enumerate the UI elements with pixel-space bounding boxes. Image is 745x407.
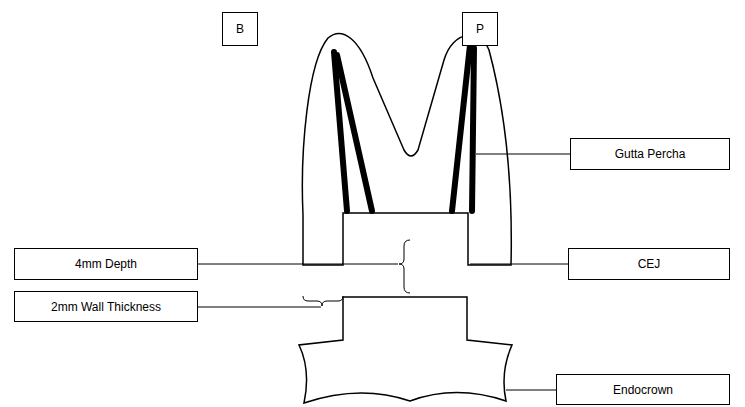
side-label-box: P [462,12,498,46]
tooth-outline [302,34,511,265]
label-text: B [236,22,244,36]
label-text: P [476,22,484,36]
callout-box: 2mm Wall Thickness [14,291,198,322]
leader-line [198,264,398,265]
callout-box: CEJ [568,248,730,280]
label-text: 2mm Wall Thickness [51,300,161,314]
callout-box: Gutta Percha [570,138,730,170]
leader-line [470,264,568,265]
gutta-percha-fill [337,55,372,211]
depth-brace [399,240,410,293]
label-text: Gutta Percha [615,147,686,161]
endocrown-outline [299,297,512,403]
wall-brace [303,296,343,306]
callout-box: 4mm Depth [14,248,198,280]
gutta-percha-fill [452,45,470,211]
label-text: CEJ [638,257,661,271]
leader-line [506,390,556,391]
side-label-box: B [222,12,258,46]
label-text: Endocrown [613,383,673,397]
label-text: 4mm Depth [75,257,137,271]
leader-line [476,154,570,155]
leader-line [198,307,321,308]
gutta-percha-fill [472,48,474,211]
callout-box: Endocrown [556,374,730,405]
